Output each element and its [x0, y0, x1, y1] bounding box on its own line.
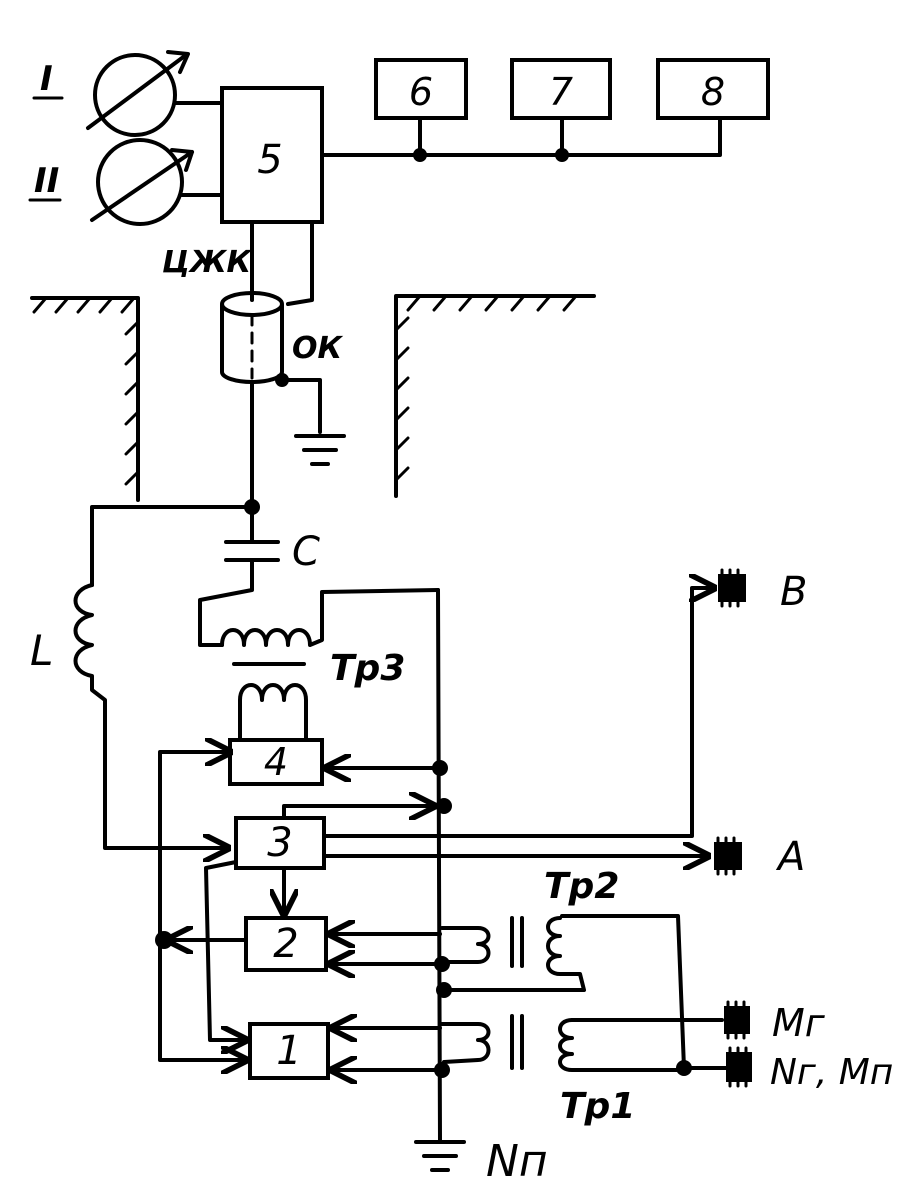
- wire-left-loop-3-1: [204, 860, 246, 1040]
- capacitor-c-icon: [224, 540, 280, 562]
- terminal-a-label: A: [775, 834, 805, 880]
- meter-2-label: II: [34, 161, 59, 201]
- cable-sheath-wire: [286, 220, 314, 306]
- inductor-label: L: [30, 626, 53, 675]
- block-7: 7: [510, 58, 612, 120]
- block-8-rect: [656, 58, 770, 120]
- block-3: 3: [234, 816, 326, 870]
- block-5-rect: [220, 86, 324, 224]
- junction-left: [155, 931, 173, 949]
- sheath-ground-wire: [280, 378, 322, 434]
- block-4-label: 4: [264, 740, 288, 784]
- terminal-mg-label: Mг: [772, 1001, 826, 1045]
- block-4: 4: [228, 738, 324, 786]
- meter-1-label: I: [40, 59, 53, 99]
- meter-2-arrowhead-icon: [170, 148, 194, 172]
- tr3-label: Тр3: [330, 648, 405, 689]
- block-2: 2: [244, 916, 328, 972]
- tr1-label: Тр1: [560, 1086, 635, 1127]
- block-1: 1: [248, 1022, 330, 1080]
- wire-left-loop-4-1: [158, 752, 246, 1060]
- inductor-l-icon: [73, 583, 229, 848]
- meter-1-needle-icon: [86, 53, 188, 130]
- meter-1-dial-icon: [93, 53, 177, 137]
- junction-bus-3: [436, 798, 452, 814]
- transformer-tr1-icon: [440, 1014, 724, 1072]
- ground-top-icon: [294, 434, 346, 466]
- block-7-rect: [510, 58, 612, 120]
- terminal-mg-icon: [724, 1000, 750, 1040]
- block-1-rect: [248, 1022, 330, 1080]
- meter-2-needle-icon: [90, 150, 194, 222]
- shaft-wall-left: [30, 296, 140, 502]
- block-1-label: 1: [276, 1028, 301, 1074]
- block-6: 6: [374, 58, 468, 120]
- bus-6-7-8: [320, 116, 722, 157]
- transformer-tr2-icon: [440, 914, 686, 1070]
- block-6-label: 6: [409, 70, 433, 114]
- block-5-label: 5: [257, 137, 282, 183]
- shaft-wall-right: [394, 294, 596, 498]
- capacitor-label: C: [292, 529, 320, 575]
- wire-to-inductor: [90, 505, 254, 587]
- ground-np-label: Nп: [486, 1136, 548, 1187]
- meter-2-dial-icon: [96, 138, 184, 226]
- meter-1-arrowhead-icon: [166, 50, 190, 74]
- block-8: 8: [656, 58, 770, 120]
- block-3-label: 3: [267, 820, 292, 866]
- ground-bottom-icon: [414, 1140, 466, 1172]
- wire-3-to-b: [322, 588, 714, 838]
- block-8-label: 8: [701, 70, 725, 114]
- block-6-rect: [374, 58, 468, 120]
- terminal-b-icon: [718, 568, 746, 608]
- junction-7: [555, 148, 569, 162]
- terminal-ng-mp-icon: [726, 1046, 752, 1088]
- tr2-label: Тр2: [544, 866, 619, 907]
- wire-cap-to-tr3: [198, 558, 254, 647]
- terminal-ng-mp-label: Nг, Mп: [770, 1052, 893, 1093]
- meter-1: I: [32, 50, 224, 137]
- block-2-label: 2: [273, 921, 298, 967]
- core-cable-label: ЦЖК: [162, 245, 253, 280]
- terminal-b-label: B: [780, 569, 807, 615]
- coax-cable-icon: [220, 291, 284, 384]
- main-vertical-bus: [436, 588, 442, 1142]
- junction-6: [413, 148, 427, 162]
- terminal-a-icon: [714, 836, 742, 876]
- outer-cable-label: ОК: [292, 331, 344, 366]
- wire-3-to-bus: [282, 806, 434, 820]
- block-5: 5: [220, 86, 324, 224]
- meter-2: II: [28, 138, 224, 226]
- block-7-label: 7: [549, 70, 573, 114]
